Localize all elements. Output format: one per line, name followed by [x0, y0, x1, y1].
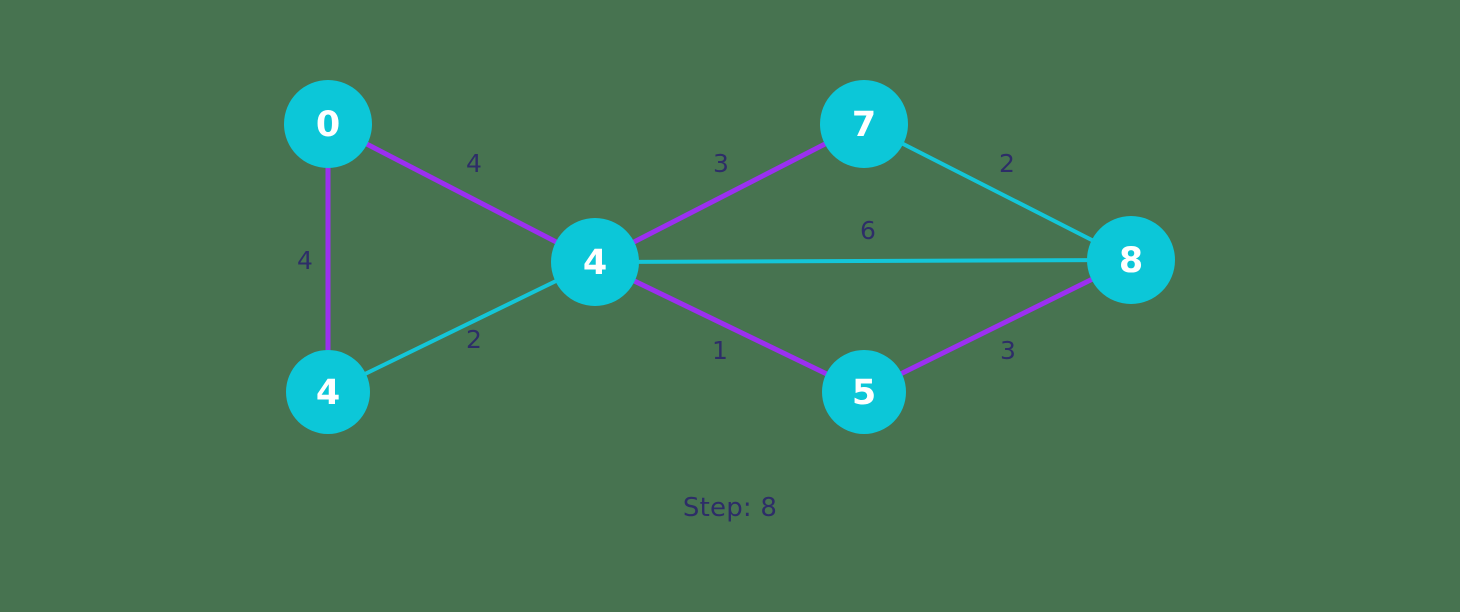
- graph-node-n0[interactable]: 0: [284, 80, 372, 168]
- nodes-layer: 0 4 4 7 5 8: [284, 80, 1175, 434]
- node-label: 7: [852, 105, 876, 145]
- edge-weight-label: 1: [712, 336, 728, 365]
- graph-node-n1[interactable]: 4: [286, 350, 370, 434]
- node-circle[interactable]: [1087, 216, 1175, 304]
- graph-edge-4-7: [592, 121, 867, 265]
- graph-edge-4-5: [592, 259, 867, 395]
- node-label: 4: [583, 243, 607, 283]
- graph-edge-4-4: [326, 260, 597, 394]
- edge-weight-label: 2: [466, 325, 482, 354]
- node-circle[interactable]: [822, 350, 906, 434]
- node-label: 8: [1119, 241, 1143, 281]
- node-label: 0: [316, 105, 340, 145]
- edge-weight-label: 4: [466, 149, 482, 178]
- graph-node-n4[interactable]: 5: [822, 350, 906, 434]
- graph-node-n2[interactable]: 4: [551, 218, 639, 306]
- edge-weights-layer: 4 4 2 3 6 1 2 3: [297, 149, 1016, 365]
- edges-layer: [325, 121, 1134, 395]
- graph-edge-4-8: [593, 258, 1133, 264]
- edge-weight-label: 3: [1000, 336, 1016, 365]
- edge-weight-label: 4: [297, 246, 313, 275]
- node-label: 5: [852, 373, 876, 413]
- node-circle[interactable]: [286, 350, 370, 434]
- graph-node-n5[interactable]: 8: [1087, 216, 1175, 304]
- edge-weight-label: 6: [860, 216, 876, 245]
- edge-weight-label: 3: [713, 149, 729, 178]
- graph-edge-7-8: [862, 122, 1133, 262]
- node-circle[interactable]: [820, 80, 908, 168]
- node-label: 4: [316, 373, 340, 413]
- graph-node-n3[interactable]: 7: [820, 80, 908, 168]
- graph-edge-5-8: [861, 257, 1134, 395]
- graph-edge-0-4: [325, 121, 598, 265]
- edge-weight-label: 2: [999, 149, 1015, 178]
- node-circle[interactable]: [284, 80, 372, 168]
- step-caption: Step: 8: [682, 493, 778, 523]
- node-circle[interactable]: [551, 218, 639, 306]
